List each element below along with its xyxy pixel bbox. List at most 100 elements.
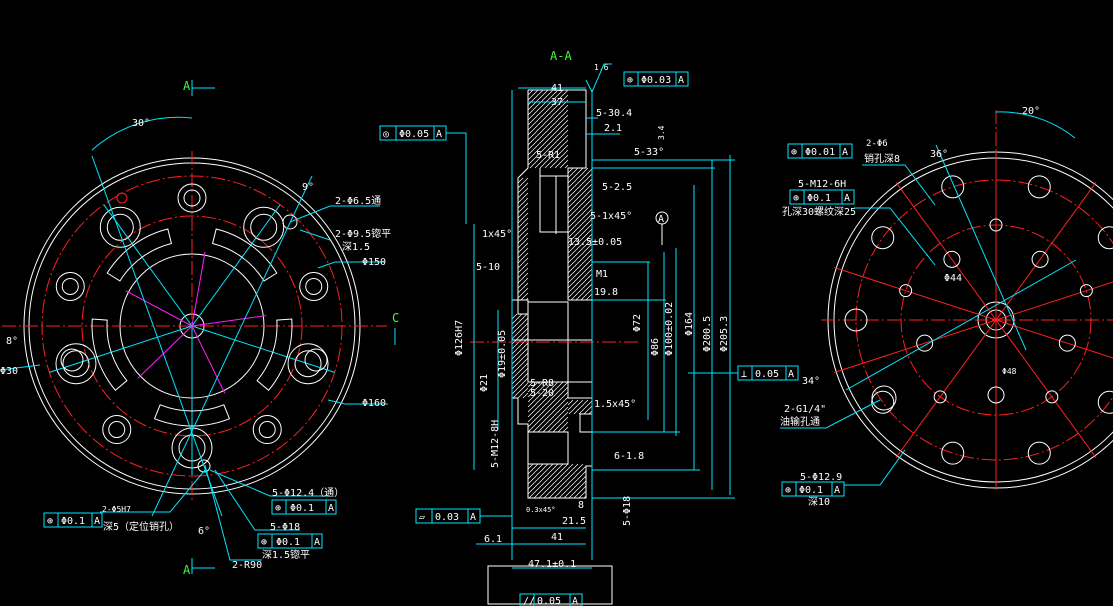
hatch-line — [527, 463, 559, 495]
hatch-line — [567, 208, 593, 234]
hatch-line — [517, 202, 529, 214]
hatch-line — [511, 367, 529, 385]
dia-44-label: Φ44 — [944, 273, 962, 284]
dim-215: 21.5 — [562, 516, 586, 527]
radial-dim-line — [49, 325, 193, 373]
hatch-line — [511, 313, 528, 330]
hatch-line — [585, 293, 593, 301]
dowel-depth-label: 深5（定位销孔） — [103, 520, 179, 533]
hatch-line — [517, 277, 529, 289]
leader-pin-hole — [862, 164, 936, 206]
hatch-line — [517, 272, 529, 284]
port-outer — [55, 271, 85, 301]
hatch-line — [528, 463, 564, 499]
left-view-geometry — [2, 151, 387, 517]
dim-33: 5-33° — [634, 147, 664, 158]
radial-centerline — [995, 182, 1097, 321]
pin-hole — [933, 390, 947, 404]
hatch-line — [567, 218, 593, 244]
hatch-line — [552, 416, 569, 433]
hatch-line — [527, 463, 554, 490]
fcf-top-symbol: ⊕ — [627, 75, 633, 86]
hatch-line — [567, 263, 593, 289]
radial-dim-line — [191, 204, 281, 327]
scallop — [1027, 441, 1051, 465]
dim-471: 47.1±0.1 — [528, 559, 576, 570]
dowel-hole — [116, 192, 128, 204]
hatch-line — [527, 381, 534, 388]
cut-mark-side: C — [392, 311, 399, 325]
hatch-line — [543, 463, 579, 499]
leader-m12 — [854, 207, 936, 266]
radial-centerline — [995, 319, 1113, 359]
dia-160-label: Φ160 — [362, 398, 386, 409]
scallop — [1097, 226, 1113, 250]
hatch-line — [567, 399, 574, 406]
hatch-line — [511, 337, 529, 355]
dim-m1: M1 — [596, 269, 608, 280]
hatch-line — [529, 129, 569, 169]
hatch-line — [525, 297, 529, 301]
angle-arc-30 — [91, 116, 193, 151]
hatch-line — [527, 463, 539, 475]
fcf-124-value: Φ0.1 — [290, 503, 314, 514]
side-hole-left — [60, 348, 84, 372]
angle-34-label: 34° — [802, 376, 820, 387]
thread-hole — [1058, 334, 1076, 352]
bolt-hole-outer — [99, 206, 141, 248]
hatch-line — [578, 490, 587, 499]
port-outer — [299, 271, 329, 301]
port-inner — [183, 189, 201, 207]
bolt-hole-outer — [55, 343, 97, 385]
left-front-view: A A C 30° 9° 8° 6° 2-Φ6.5通 2-Φ9.5锪平 深1.5… — [0, 79, 399, 577]
angle-ray-2 — [845, 259, 1077, 391]
oil-port — [871, 385, 897, 411]
hatch-line — [562, 426, 569, 433]
hatch-line — [567, 178, 593, 204]
dim-34: 3.4 — [657, 125, 666, 140]
hatch-line — [567, 167, 584, 184]
angle-36-label: 36° — [930, 149, 948, 160]
hatch-line — [517, 237, 529, 249]
hatch-line — [517, 212, 529, 224]
leader-dia-150 — [317, 261, 385, 269]
hatch-line — [511, 372, 529, 390]
dim-135: 13.5±0.05 — [568, 237, 622, 248]
hatch-line — [583, 405, 593, 415]
pin-hole — [899, 284, 913, 298]
dim-61: 6.1 — [484, 534, 502, 545]
hatch-line — [567, 213, 593, 239]
hatch-line — [527, 89, 534, 96]
hatch-line — [511, 352, 529, 370]
hatch-line — [517, 192, 529, 204]
dim-510: 5-10 — [476, 262, 500, 273]
hatch-line — [567, 173, 593, 199]
leader-holes-65 — [289, 205, 380, 223]
radial-centerline — [995, 281, 1113, 321]
thread-hole — [943, 250, 961, 268]
hatch-line — [578, 400, 593, 415]
hatch-line — [558, 470, 587, 499]
leader-holes-18 — [214, 469, 300, 531]
bolt-hole-outer — [243, 206, 285, 248]
small-hole-top — [282, 214, 298, 230]
hatch-line — [511, 347, 529, 365]
dim-m12: 5-M12-8H — [490, 420, 501, 468]
hatch-line — [539, 139, 569, 169]
dim-41-bot: 41 — [551, 532, 563, 543]
port-inner — [61, 277, 79, 295]
roughness-value: 1.6 — [594, 63, 609, 72]
hatch-line — [512, 382, 529, 399]
hatch-line — [534, 134, 569, 169]
hidden-radial — [191, 325, 226, 394]
thread-depth-label: 孔深30螺纹深25 — [782, 205, 856, 218]
thread-hole — [987, 386, 1005, 404]
hidden-radial — [191, 252, 206, 327]
section-view-a-a: A-A 41 37 5-30.4 2.1 5-33° 3.4 5-R1 5-2.… — [379, 49, 799, 606]
angle-arc-20 — [995, 111, 1076, 139]
bolt-hole-inner — [62, 350, 90, 378]
angle-ray-2 — [151, 175, 313, 517]
depth-2-label: 深1.5锪平 — [262, 548, 310, 561]
fcf-129-value: Φ0.1 — [799, 485, 823, 496]
leader-oil — [780, 399, 881, 429]
